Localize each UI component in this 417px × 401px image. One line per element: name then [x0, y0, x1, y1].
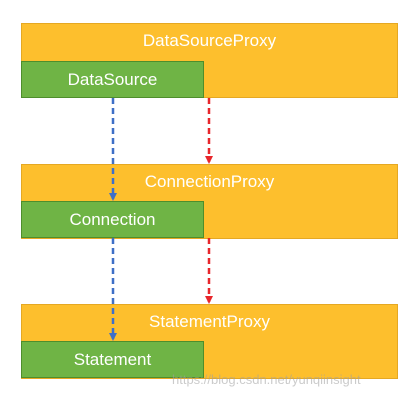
datasource-proxy-label: DataSourceProxy: [142, 31, 277, 50]
datasource-box: DataSource: [21, 61, 204, 98]
statement-proxy-label: StatementProxy: [149, 312, 270, 331]
connection-proxy-label: ConnectionProxy: [144, 172, 275, 191]
connection-box: Connection: [21, 201, 204, 238]
watermark: https://blog.csdn.net/yunqiinsight: [172, 372, 361, 387]
statement-box: Statement: [21, 341, 204, 378]
